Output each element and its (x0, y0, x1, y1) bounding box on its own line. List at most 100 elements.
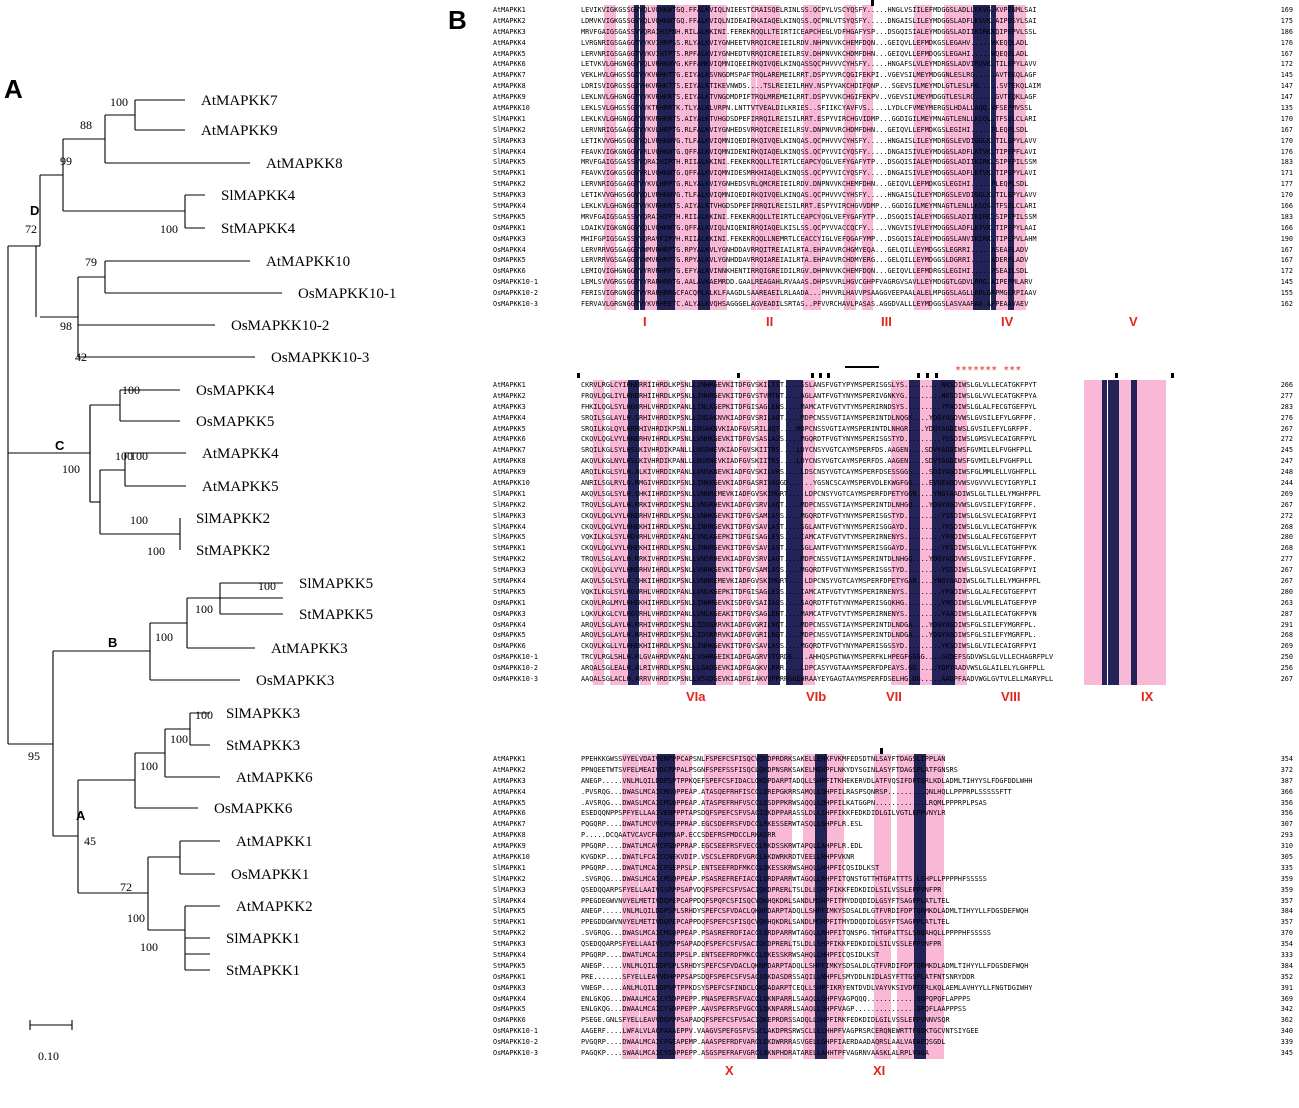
residue-end-position: 169 (1280, 6, 1293, 14)
bootstrap-value: 100 (130, 449, 148, 463)
clade-group-label: B (108, 635, 117, 650)
kinase-subdomain-label: X (725, 1063, 734, 1079)
residue-end-position: 384 (1280, 961, 1293, 970)
sequence-name: OsMAPKK6 (493, 642, 526, 651)
sequence-name: OsMAPKK3 (493, 983, 526, 992)
conserved-column-shade (949, 380, 956, 686)
residue-end-position: 352 (1280, 972, 1293, 981)
sequence-residues: LERVNRIGSGAGGTVYKVIHTPTS.RPFALKVIYGNHEDT… (581, 49, 1029, 58)
residue-end-position: 190 (1280, 234, 1293, 243)
residue-end-position: 357 (1280, 896, 1293, 905)
sequence-residues: AKQVLSGLSYLH.SHKIIHRDIKPSNLLVNNREMEVKIAD… (581, 489, 1041, 498)
residue-end-position: 293 (1280, 831, 1293, 840)
tree-tip-label: OsMAPKK6 (214, 801, 293, 817)
sequence-residues: .SVGRQG...DWASLMCAICMSQPPEAP.PSASREFRDFI… (581, 929, 992, 938)
similar-column-shade (1019, 5, 1026, 311)
motif-marker (871, 0, 874, 6)
residue-end-position: 345 (1280, 1049, 1293, 1058)
tree-tip-label: AtMAPKK10 (266, 254, 350, 270)
similar-column-shade (616, 380, 622, 686)
residue-end-position: 276 (1280, 413, 1293, 422)
residue-end-position: 280 (1280, 587, 1293, 596)
alignment-row: SlMAPKK1 AKQVLSGLSYLH.SHKIIHRDIKPSNLLVNNR… (493, 489, 1293, 500)
similar-column-shade (738, 380, 745, 686)
bootstrap-value: 99 (60, 154, 72, 168)
residue-end-position: 263 (1280, 598, 1293, 607)
residue-end-position: 186 (1280, 27, 1293, 36)
similar-column-shade (803, 380, 810, 686)
kinase-subdomain-label: VIb (806, 689, 827, 705)
conserved-column-shade (633, 380, 640, 686)
residue-end-position: 268 (1280, 522, 1293, 531)
bootstrap-value: 100 (147, 544, 165, 558)
residue-end-position: 145 (1280, 71, 1293, 80)
similar-column-shade (920, 5, 927, 311)
sequence-residues: LDRISVIGRGSSGIVHKVRHKTTS.EIYALKTIKEVNWDS… (581, 82, 1041, 91)
sequence-name: OsMAPKK5 (493, 1005, 526, 1014)
conserved-column-shade (990, 5, 997, 311)
similar-column-shade (902, 380, 909, 686)
similar-column-shade (809, 5, 815, 311)
sequence-name: AtMAPKK1 (493, 381, 526, 389)
sequence-residues: FHKILQGLSYLHGVRHLVHRDIKPANLLINLKGEPKITDF… (581, 402, 1037, 411)
similar-column-shade (686, 754, 693, 1060)
similar-column-shade (961, 380, 968, 686)
sequence-name: SlMAPKK1 (493, 489, 526, 498)
similar-column-shade (926, 5, 932, 311)
tree-tip-label: AtMAPKK2 (236, 899, 313, 915)
sequence-name: OsMAPKK3 (493, 609, 526, 618)
similar-column-shade (955, 5, 962, 311)
phylogenetic-tree: AtMAPKK7AtMAPKK9AtMAPKK8SlMAPKK4StMAPKK4… (7, 93, 396, 1063)
conserved-column-shade (984, 5, 991, 311)
conserved-column-shade (943, 380, 950, 686)
similar-column-shade (721, 5, 728, 311)
similar-column-shade (891, 380, 897, 686)
sequence-name: StMAPKK3 (493, 940, 526, 949)
sequence-residues: TRQVLSGLAYLH.RRKIVHRDIKPSNLLVNSRHEVKIADF… (581, 500, 1037, 509)
residue-end-position: 287 (1280, 609, 1293, 618)
sequence-residues: PSEGE.GNLSFYELLEAVVDQPPPSAPADQFSPEFCSFVS… (581, 1016, 950, 1025)
sequence-name: OsMAPKK6 (493, 1016, 526, 1025)
sequence-name: StMAPKK1 (493, 169, 526, 178)
similar-column-shade (961, 5, 968, 311)
similar-column-shade (1125, 380, 1131, 686)
conserved-column-shade (703, 5, 710, 311)
bootstrap-value: 100 (155, 630, 173, 644)
tree-tip-label: AtMAPKK5 (202, 479, 279, 495)
similar-column-shade (727, 754, 734, 1060)
residue-end-position: 177 (1280, 180, 1293, 189)
tree-tip-label: AtMAPKK7 (201, 93, 278, 109)
tree-tip-label: StMAPKK4 (221, 221, 296, 237)
bootstrap-value: 100 (195, 708, 213, 722)
sequence-name: AtMAPKK10 (493, 104, 530, 113)
residue-end-position: 305 (1280, 853, 1293, 862)
similar-column-shade (838, 754, 845, 1060)
tree-tip-label: OsMAPKK10-3 (271, 350, 369, 366)
residue-end-position: 267 (1280, 675, 1293, 684)
sequence-name: OsMAPKK6 (493, 267, 526, 276)
residue-end-position: 272 (1280, 511, 1293, 520)
conserved-column-shade (692, 380, 698, 686)
sequence-name: StMAPKK3 (493, 191, 526, 200)
sequence-residues: PVGQRP....DWAALMCAICFGEAPEMP.AAASPEFRDFV… (581, 1038, 946, 1047)
sequence-residues: MRVFGAIGSGASSVVQRAIHIPTH.RIIALKKINI.FEKE… (581, 212, 1037, 221)
similar-column-shade (1142, 380, 1149, 686)
sequence-residues: PPGQRP....DWATLMCAICFGEPPSLP.ENTSEEFRDFM… (581, 951, 880, 960)
residue-end-position: 266 (1280, 381, 1293, 389)
sequence-residues: PPEGDEGWVNVYELMETIVDQPEPCAPPDQFSPQFCSFIS… (581, 896, 950, 905)
sequence-name: AtMAPKK2 (493, 391, 526, 400)
residue-end-position: 310 (1280, 842, 1293, 851)
clade-group-label: D (30, 203, 39, 218)
sequence-residues: TRCVLRGLSHLH.RLGVAHRDVKPANLLVGHRGEIKIADF… (581, 653, 1054, 662)
residue-end-position: 162 (1280, 300, 1293, 309)
sequence-residues: PPEHKKGWSSVYELVDAIVENPPPCAPSNLFSPEFCSFIS… (581, 755, 946, 763)
motif-underline (845, 366, 879, 368)
